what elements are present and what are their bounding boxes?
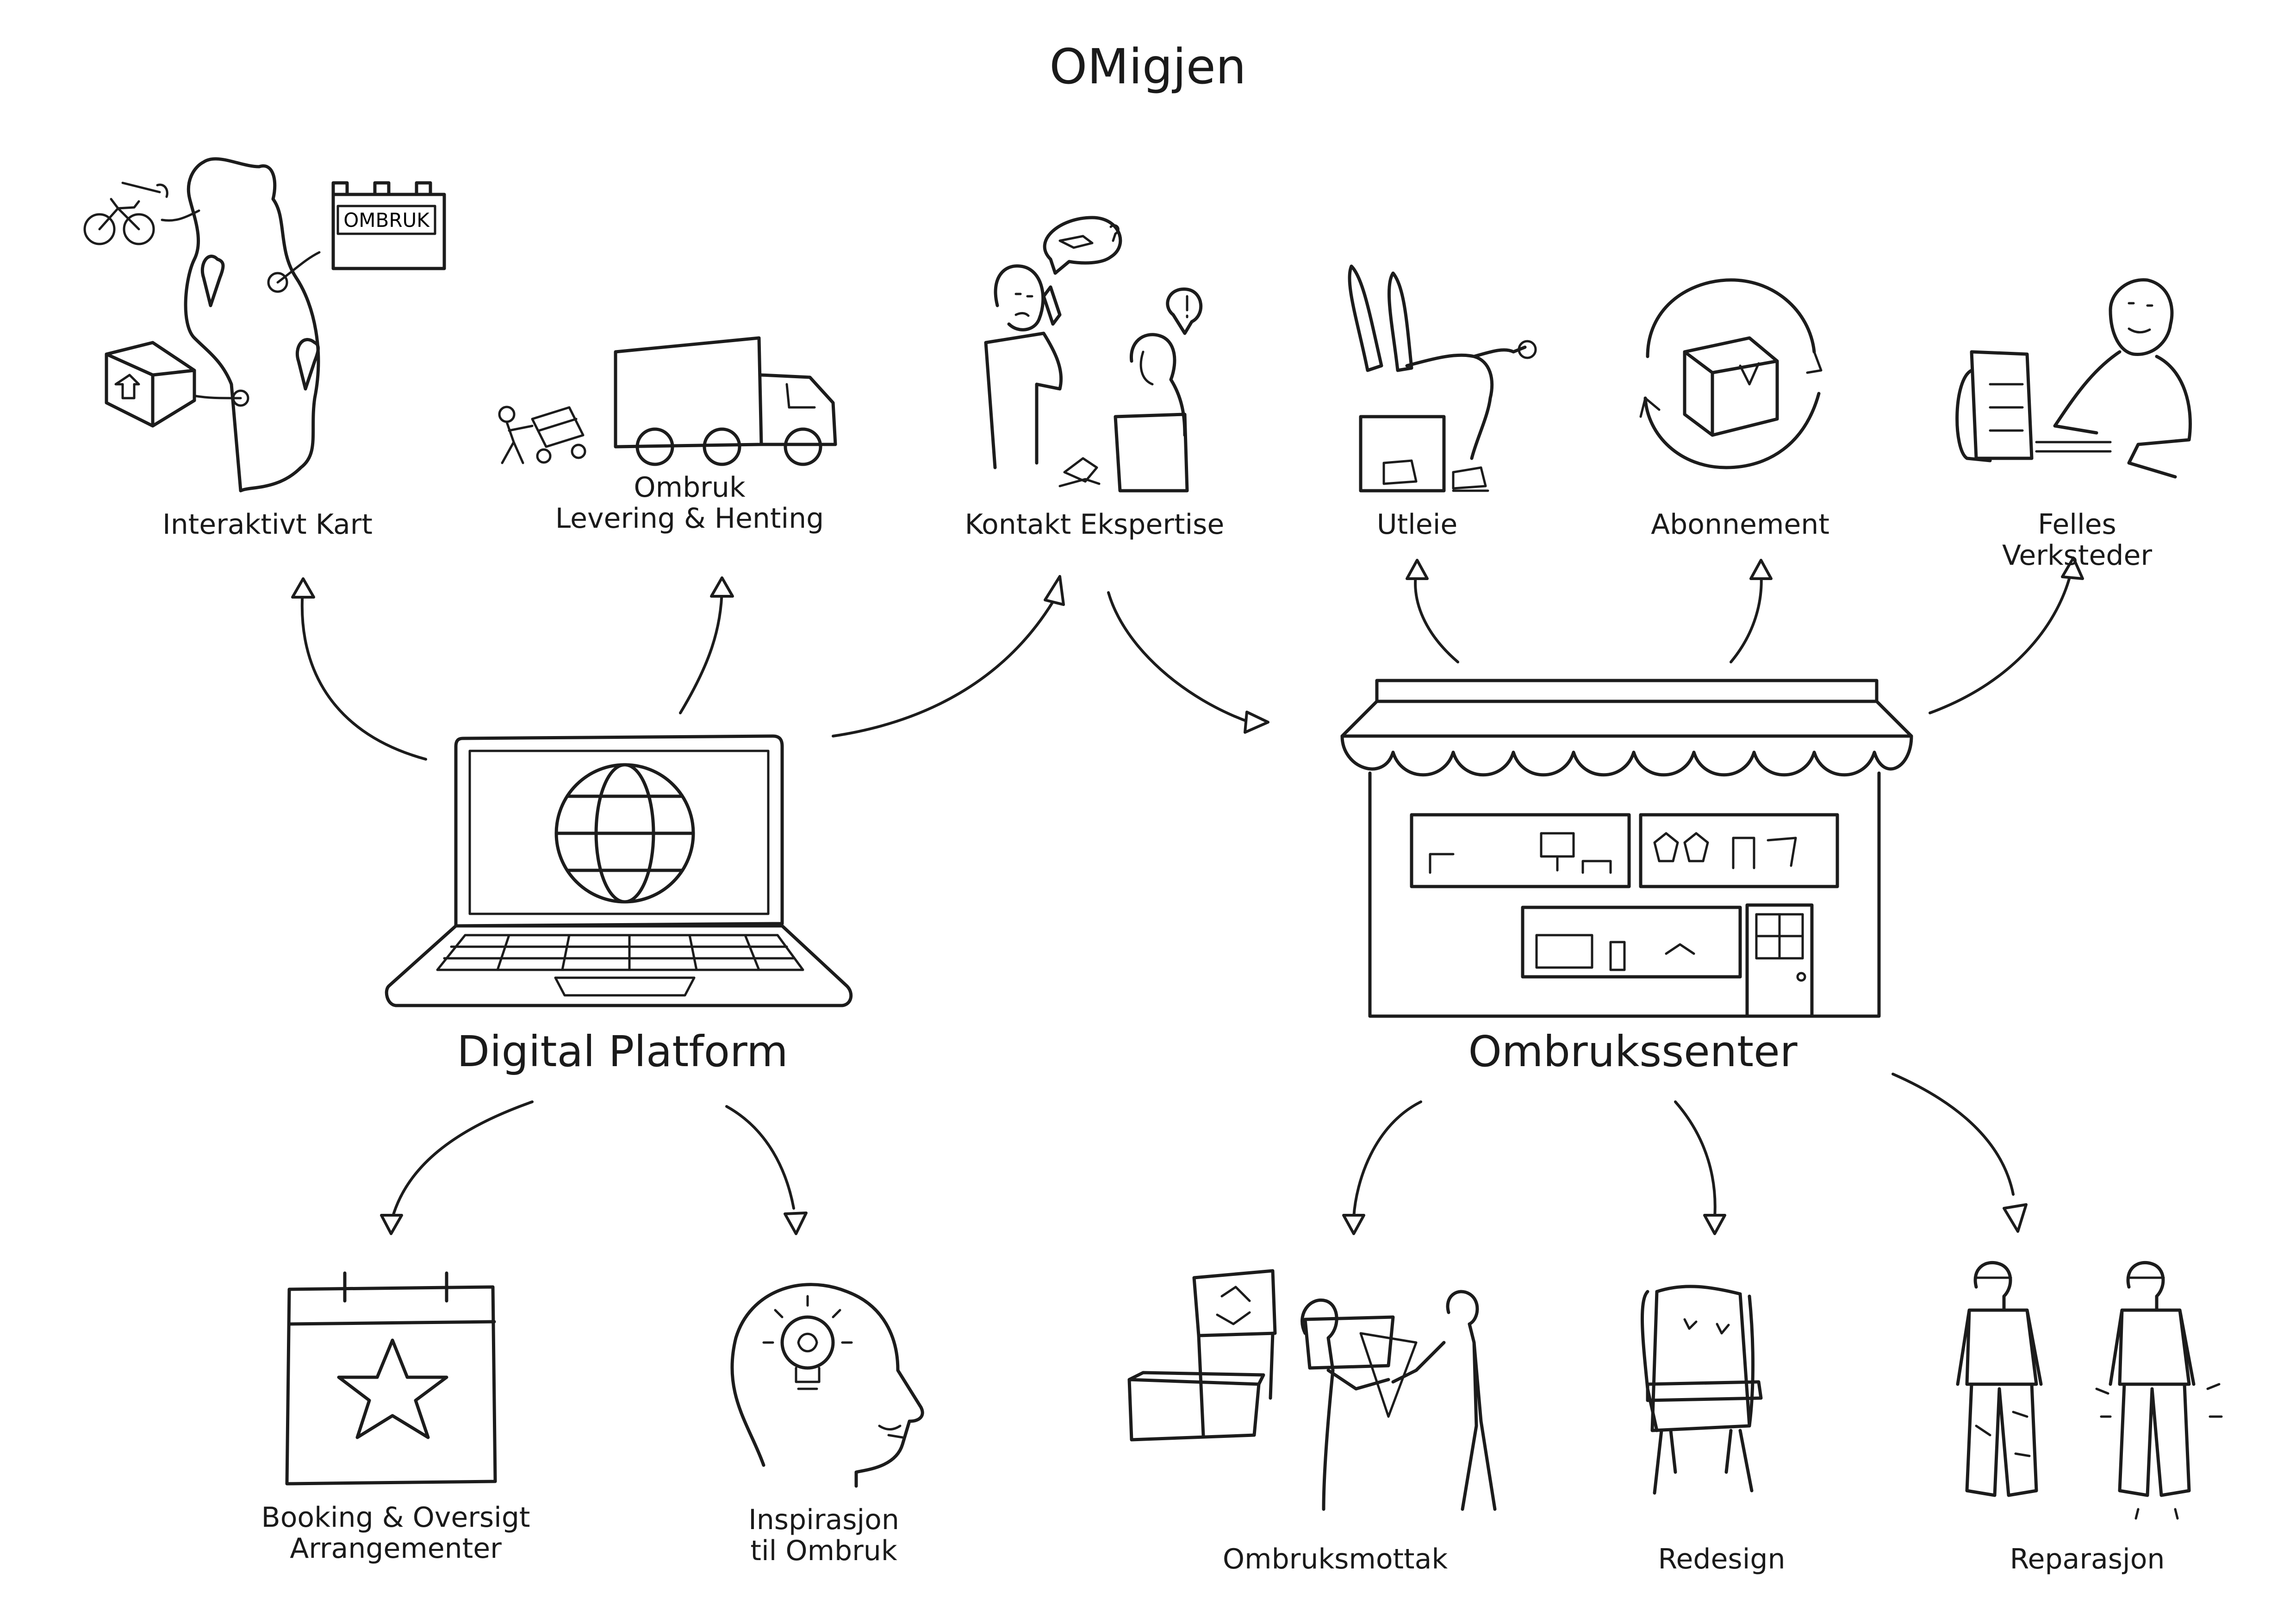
node-label-ombruksmottak: Ombruksmottak xyxy=(1222,1543,1448,1575)
node-label-felles-verksteder: Felles Verksteder xyxy=(2002,508,2153,572)
sewing-machine-icon xyxy=(1955,278,2192,479)
arrow-center-to-workshops xyxy=(1929,570,2072,714)
node-label-inspirasjon: Inspirasjon til Ombruk xyxy=(748,1504,899,1568)
node-label-redesign: Redesign xyxy=(1658,1543,1786,1575)
mended-clothes-icon xyxy=(1956,1261,2223,1520)
calendar-star-icon xyxy=(285,1271,497,1486)
phone-call-icon xyxy=(984,216,1203,493)
arrow-digital-to-expertise xyxy=(832,600,1054,737)
hub-label-digital-platform: Digital Platform xyxy=(457,1027,788,1076)
arrow-digital-to-inspiration xyxy=(725,1105,795,1210)
arrow-digital-to-delivery xyxy=(679,584,723,714)
hub-label-ombrukssenter: Ombrukssenter xyxy=(1468,1027,1798,1076)
arrow-digital-to-map xyxy=(300,584,427,761)
node-label-abonnement: Abonnement xyxy=(1651,508,1829,541)
node-label-booking: Booking & Oversigt Arrangementer xyxy=(261,1501,530,1565)
arrow-center-to-rental xyxy=(1414,570,1459,663)
arrow-expertise-to-center xyxy=(1107,591,1251,724)
arrow-center-to-repair xyxy=(1892,1073,2015,1196)
node-label-utleie: Utleie xyxy=(1376,508,1458,541)
arrow-center-to-reception xyxy=(1352,1100,1422,1219)
node-label-kontakt-ekspertise: Kontakt Ekspertise xyxy=(964,508,1225,541)
ombruk-sign-text: OMBRUK xyxy=(343,209,430,231)
armchair-icon xyxy=(1640,1285,1763,1495)
map-pins-icon: OMBRUK xyxy=(83,157,446,493)
box-cycle-icon xyxy=(1639,278,1823,469)
arrow-center-to-redesign xyxy=(1674,1100,1717,1219)
diagram-title: OMigjen xyxy=(1049,38,1246,95)
arrow-digital-to-booking xyxy=(391,1100,534,1219)
laptop-globe-icon xyxy=(385,734,853,1007)
drop-off-station-icon xyxy=(1127,1269,1497,1511)
arrow-center-to-subscription xyxy=(1730,570,1763,663)
skis-skates-icon xyxy=(1348,264,1537,493)
lightbulb-head-icon xyxy=(730,1283,924,1488)
storefront-icon xyxy=(1340,679,1913,1018)
connector-arrows xyxy=(291,556,2084,1235)
node-label-interaktivt-kart: Interaktivt Kart xyxy=(162,508,373,541)
node-label-ombruk-levering: Ombruk Levering & Henting xyxy=(555,471,824,535)
node-label-reparasjon: Reparasjon xyxy=(2010,1543,2165,1575)
delivery-truck-icon xyxy=(498,336,837,466)
